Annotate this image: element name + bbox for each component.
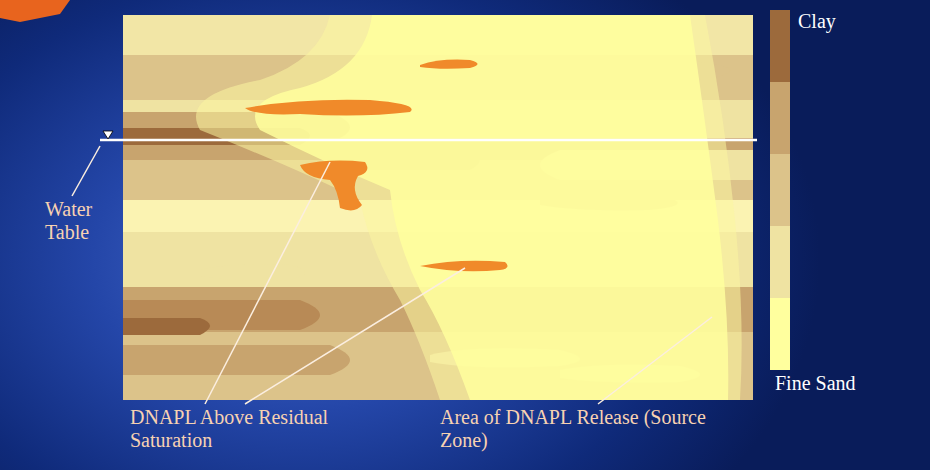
callout-label: Water Table (45, 198, 107, 244)
legend-label: Clay (798, 10, 836, 33)
legend-swatch (770, 298, 790, 370)
corner-graphic (0, 0, 70, 22)
legend-band (770, 82, 790, 154)
water-table-symbol (103, 131, 113, 139)
dnapl-plume (196, 15, 742, 400)
soil-layers (123, 15, 753, 400)
legend-swatch (770, 10, 790, 82)
dnapl-pools (245, 60, 508, 272)
legend-label: Fine Sand (775, 372, 856, 395)
callout-label: DNAPL Above Residual Saturation (130, 406, 410, 452)
leader-lines (72, 146, 712, 404)
callout-label: Area of DNAPL Release (Source Zone) (440, 406, 730, 452)
legend-band (770, 154, 790, 226)
legend-band (770, 226, 790, 298)
water-table-line (100, 139, 757, 142)
